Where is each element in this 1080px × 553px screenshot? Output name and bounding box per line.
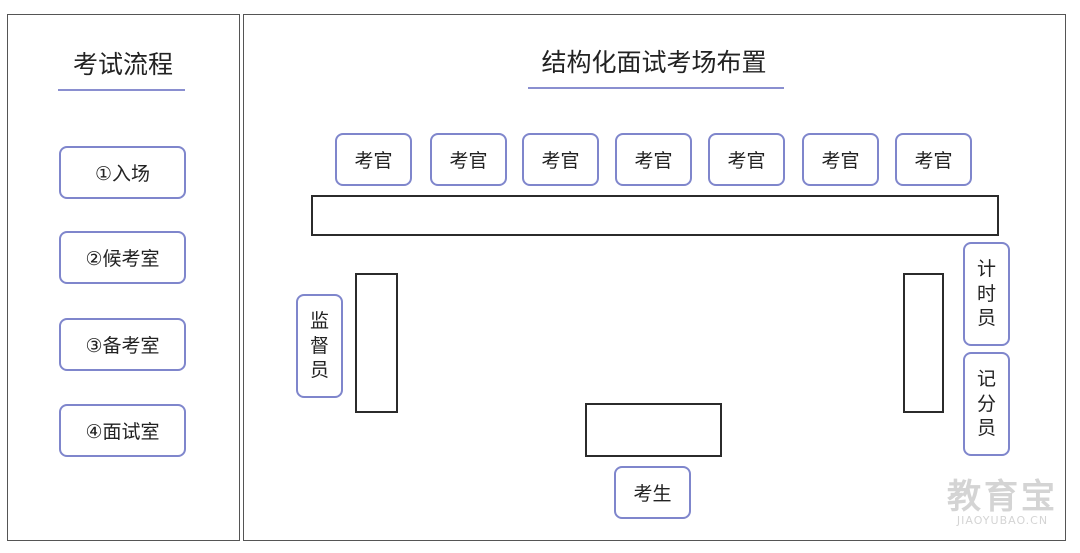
step-interview-room: ④面试室	[59, 404, 186, 457]
examiner-seat: 考官	[802, 133, 879, 186]
room-layout-panel: 结构化面试考场布置 考官 考官 考官 考官 考官 考官 考官 监 督 员 计 时…	[243, 14, 1066, 541]
examiner-seat: 考官	[430, 133, 507, 186]
timer-char: 时	[976, 282, 996, 305]
proctor-char: 员	[309, 359, 329, 382]
scorer-char: 员	[976, 417, 996, 440]
examiner-seat: 考官	[895, 133, 972, 186]
examiner-seat: 考官	[708, 133, 785, 186]
examiner-seat: 考官	[615, 133, 692, 186]
examiner-seat: 考官	[522, 133, 599, 186]
exam-process-panel: 考试流程 ①入场 ②候考室 ③备考室 ④面试室	[7, 14, 240, 541]
examiner-table	[311, 195, 999, 236]
watermark-sub-text: JIAOYUBAO.CN	[956, 514, 1049, 527]
watermark-logo: 教育宝 JIAOYUBAO.CN	[947, 479, 1058, 527]
proctor-table	[355, 273, 398, 413]
room-title-underline	[528, 87, 784, 89]
room-title: 结构化面试考场布置	[541, 48, 767, 77]
scorer-char: 分	[976, 392, 996, 415]
timer-char: 计	[976, 257, 996, 280]
step-preparation-room: ③备考室	[59, 318, 186, 371]
scorer-seat: 记 分 员	[963, 352, 1010, 456]
proctor-seat: 监 督 员	[296, 294, 343, 398]
scorer-char: 记	[976, 367, 996, 390]
timer-char: 员	[976, 307, 996, 330]
timer-seat: 计 时 员	[963, 242, 1010, 346]
step-entry: ①入场	[59, 146, 186, 199]
step-waiting-room: ②候考室	[59, 231, 186, 284]
proctor-char: 督	[309, 334, 329, 357]
examiner-seat: 考官	[335, 133, 412, 186]
staff-table	[903, 273, 944, 413]
watermark-main-text: 教育宝	[947, 477, 1058, 517]
candidate-table	[585, 403, 722, 457]
proctor-char: 监	[309, 309, 329, 332]
process-title: 考试流程	[72, 50, 173, 79]
candidate-seat: 考生	[614, 466, 691, 519]
process-title-underline	[58, 89, 185, 91]
